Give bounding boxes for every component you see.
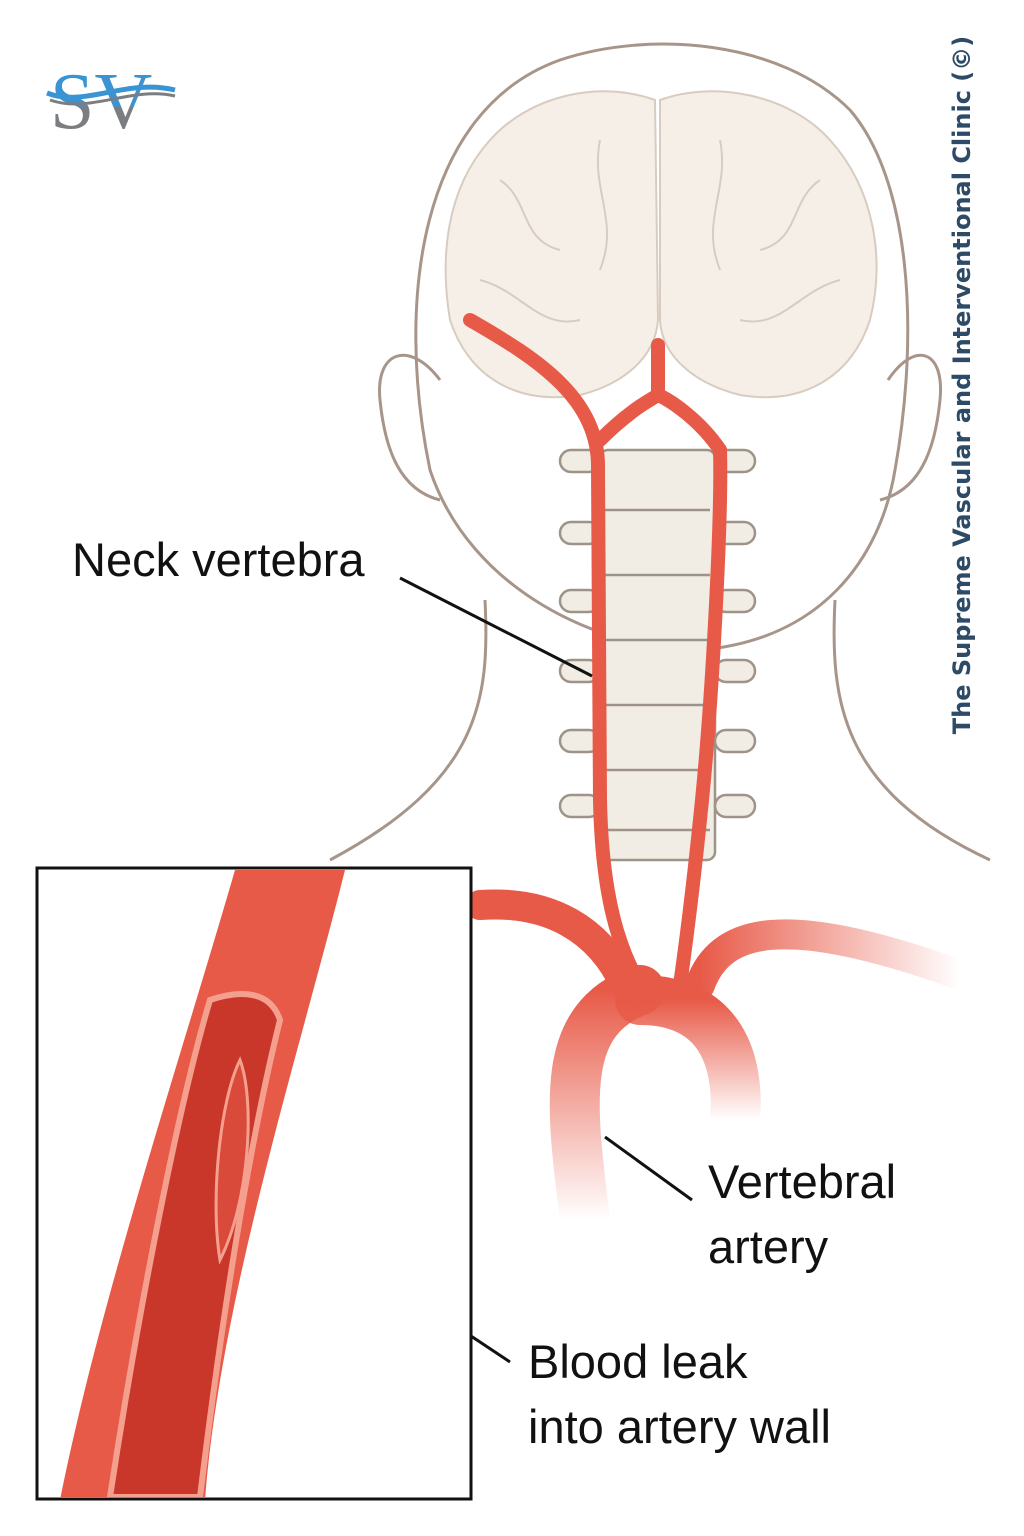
arteries <box>463 313 975 1245</box>
clinic-watermark: The Supreme Vascular and Interventional … <box>948 35 976 735</box>
label-vertebral-artery-line2: artery <box>708 1220 829 1273</box>
vertebral-artery-left <box>463 313 647 992</box>
left-ear <box>378 353 442 502</box>
cervical-spine <box>558 448 757 862</box>
vertebral-processes <box>558 448 757 819</box>
vertebral-artery-right <box>673 443 728 992</box>
aortic-arch-right <box>615 975 761 1145</box>
label-blood-leak-line1: Blood leak <box>528 1335 748 1388</box>
clinic-logo: SV <box>45 48 180 146</box>
intramural-hematoma <box>214 1056 250 1265</box>
neck-right-line <box>832 599 991 862</box>
subclavian-left <box>465 889 640 1000</box>
aortic-arch-left <box>549 965 665 1245</box>
neck-left-line <box>329 599 488 862</box>
sv-logo-icon: SV <box>46 58 176 146</box>
label-blood-leak-line2: into artery wall <box>528 1400 831 1453</box>
subclavian-right <box>685 919 975 1000</box>
dissection-inset <box>35 866 473 1501</box>
label-vertebral-artery-line1: Vertebral <box>708 1155 897 1208</box>
label-neck-vertebra: Neck vertebra <box>72 533 365 586</box>
right-ear <box>879 353 943 502</box>
brain <box>444 90 878 399</box>
basilar-artery <box>593 338 727 457</box>
